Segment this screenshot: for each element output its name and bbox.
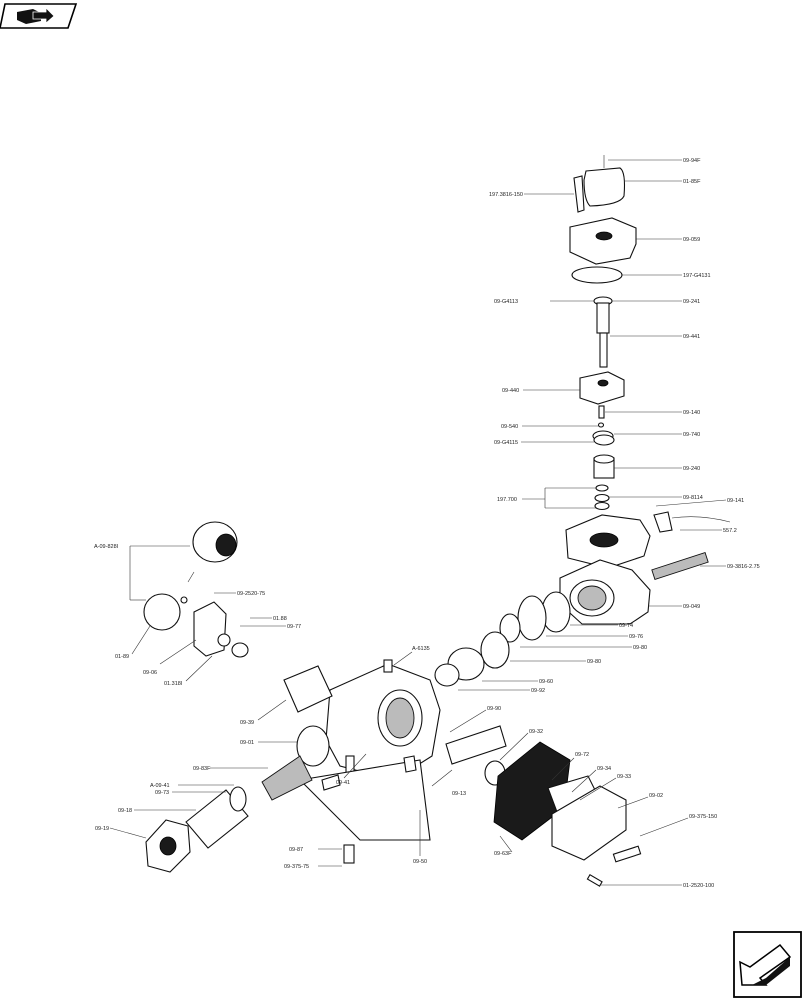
book-arrow-icon[interactable] <box>0 3 78 29</box>
callout-labels: 09-94F 01-85F 197.3816-150 09-059 197-G4… <box>94 158 760 889</box>
callout-label: A-6135 <box>412 646 430 652</box>
callout-label: 09-19 <box>95 826 109 832</box>
filter-assembly <box>145 665 333 873</box>
callout-label: 09-80 <box>587 659 601 665</box>
callout-label: 09-240 <box>683 466 700 472</box>
callout-label: 197.3816-150 <box>489 192 523 198</box>
callout-label: 01-89 <box>115 654 129 660</box>
seal-rings <box>434 591 571 687</box>
callout-label: 09-740 <box>683 432 700 438</box>
callout-label: 09-01 <box>240 740 254 746</box>
callout-label: 09-440 <box>502 388 519 394</box>
callout-label: 09-80 <box>633 645 647 651</box>
callout-label: 09-32 <box>529 729 543 735</box>
next-page-arrow-icon[interactable] <box>733 931 802 998</box>
callout-label: 01-2520-100 <box>683 883 714 889</box>
callout-label: 09-049 <box>683 604 700 610</box>
callout-label: 09-8114 <box>683 495 703 501</box>
callout-label: 09-74 <box>619 623 633 629</box>
gear-assembly <box>143 521 249 658</box>
callout-label: 09-83F <box>193 766 211 772</box>
callout-label: 09-18 <box>118 808 132 814</box>
leader-lines <box>109 159 727 886</box>
gear-plates <box>321 725 642 887</box>
callout-label: 09-059 <box>683 237 700 243</box>
callout-label: 09-33 <box>617 774 631 780</box>
callout-label: 09-13 <box>452 791 466 797</box>
callout-label: 09-241 <box>683 299 700 305</box>
callout-label: 09-72 <box>575 752 589 758</box>
callout-label: 09-63F <box>494 851 512 857</box>
valve-body-part <box>579 371 625 405</box>
main-housing <box>559 511 731 625</box>
callout-label: 09-87 <box>289 847 303 853</box>
callout-label: 09-540 <box>501 424 518 430</box>
callout-label: 09-2520-75 <box>237 591 265 597</box>
callout-label: 09-94F <box>683 158 701 164</box>
callout-label: 09-90 <box>487 706 501 712</box>
callout-label: 09-375-75 <box>284 864 309 870</box>
callout-label: 09-3816-2.75 <box>727 564 760 570</box>
callout-label: 09-50 <box>413 859 427 865</box>
callout-label: 09-60 <box>539 679 553 685</box>
callout-label: 09-92 <box>531 688 545 694</box>
callout-label: 09-77 <box>287 624 301 630</box>
callout-label: 09-06 <box>143 670 157 676</box>
callout-label: 09-375-150 <box>689 814 717 820</box>
callout-label: A-09-828I <box>94 544 119 550</box>
callout-label: 197-G4131 <box>683 273 711 279</box>
callout-label: 09-G4115 <box>494 440 518 446</box>
callout-label: 557.2 <box>723 528 737 534</box>
callout-label: 09-73 <box>155 790 169 796</box>
upper-valve-stack <box>569 155 637 511</box>
callout-label: 09-41 <box>336 780 350 786</box>
callout-label: 09-141 <box>727 498 744 504</box>
callout-label: A-09-41 <box>150 783 170 789</box>
callout-label: 09-34 <box>597 766 611 772</box>
callout-label: 09-140 <box>683 410 700 416</box>
callout-label: 01.318I <box>164 681 183 687</box>
callout-label: 09-76 <box>629 634 643 640</box>
callout-label: 01.88 <box>273 616 287 622</box>
callout-label: 01-85F <box>683 179 701 185</box>
callout-label: 09-02 <box>649 793 663 799</box>
o-ring-part <box>571 266 623 284</box>
valve-cap-part <box>583 167 626 207</box>
callout-label: 197.700 <box>497 497 517 503</box>
callout-label: 09-39 <box>240 720 254 726</box>
cap-screw-part <box>573 175 585 213</box>
callout-label: 09-G4113 <box>494 299 518 305</box>
top-cover-part <box>569 217 637 265</box>
callout-label: 09-441 <box>683 334 700 340</box>
